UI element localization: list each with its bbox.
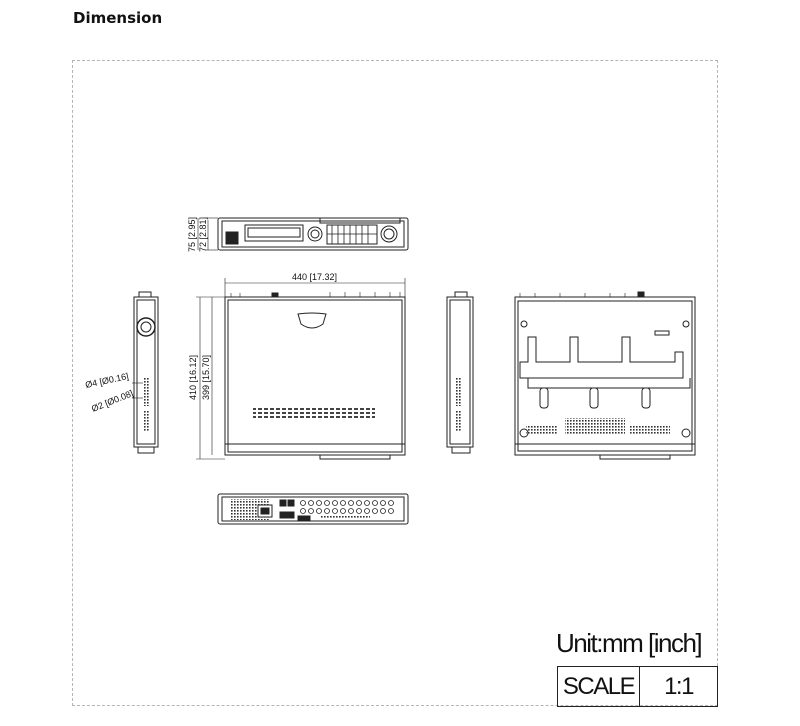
rear-view: [217, 493, 409, 525]
drawing-frame: [72, 60, 718, 706]
hole-small-label: Ø2 [Ø0.08]: [90, 388, 135, 414]
page-heading: Dimension: [73, 9, 163, 27]
top-view: [196, 292, 406, 460]
depth-total-label: 410 [16.12]: [188, 355, 198, 400]
left-side-view: [132, 291, 159, 454]
right-side-view: [446, 291, 474, 454]
width-dimension: [224, 278, 406, 298]
front-height-total-label: 75 [2.95]: [187, 217, 197, 252]
front-view: [197, 217, 409, 251]
depth-body-label: 399 [15.70]: [201, 355, 211, 400]
unit-label: Unit:mm [inch]: [556, 628, 703, 658]
scale-value: 1:1: [664, 672, 694, 700]
scale-label: SCALE: [558, 667, 640, 706]
scale-table: SCALE 1:1: [557, 666, 718, 707]
width-label: 440 [17.32]: [292, 272, 337, 282]
hole-large-label: Ø4 [Ø0.16]: [84, 371, 129, 390]
bottom-view: [514, 291, 696, 460]
front-height-body-label: 72 [2.81]: [198, 217, 208, 252]
